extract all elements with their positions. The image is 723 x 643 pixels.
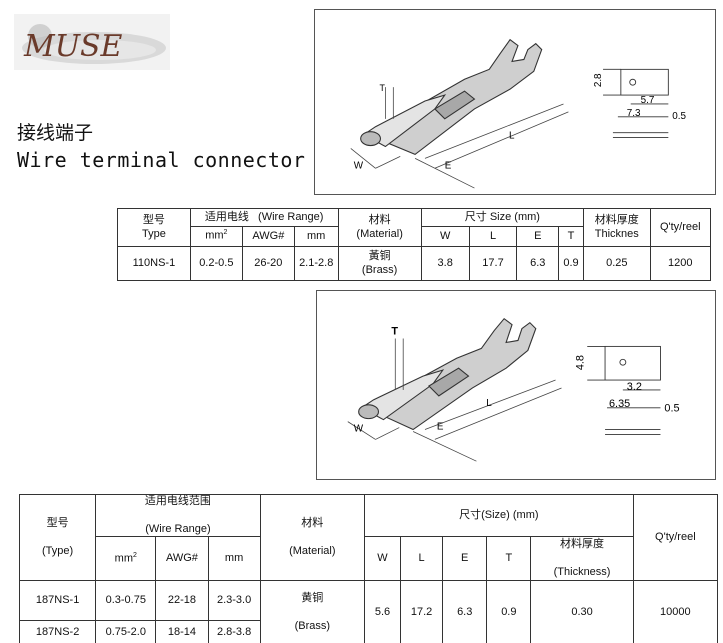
th-awg: AWG# [155, 536, 209, 582]
dim-d3: 6.35 [609, 398, 630, 410]
table-row: 187NS-1 0.3-0.75 22-18 2.3-3.0 黄铜(Brass)… [18, 580, 719, 643]
label-w: W [354, 424, 364, 435]
th-type: 型号(Type) [18, 493, 97, 582]
dim-d2: 3.2 [627, 381, 642, 393]
dim-d3: 7.3 [627, 108, 641, 119]
terminal-drawing-187: T W E L 4.8 3.2 6.35 0.5 [316, 290, 716, 480]
dim-d1: 4.8 [574, 355, 586, 370]
th-e: E [516, 226, 560, 247]
th-qty: Q'ty/reel [649, 208, 712, 247]
label-l: L [509, 131, 515, 142]
spec-table-187: 型号(Type) 适用电线范围(Wire Range) 材料(Material)… [18, 493, 719, 643]
th-size: 尺寸 Size (mm) [420, 208, 585, 227]
label-e: E [437, 422, 444, 433]
dim-d4: 0.5 [672, 111, 686, 122]
th-e: E [442, 536, 488, 582]
table-row: 110NS-1 0.2-0.5 26-20 2.1-2.8 黃铜(Brass) … [117, 246, 712, 281]
th-thickness: 材料厚度(Thickness) [530, 536, 634, 582]
label-e: E [445, 160, 452, 171]
label-t: T [379, 83, 385, 93]
th-mm: mm [207, 536, 261, 582]
table-row: 187NS-2 0.75-2.0 18-14 2.8-3.8 [18, 620, 718, 643]
label-t: T [391, 326, 398, 338]
th-mm2: mm2 [189, 226, 243, 247]
th-material: 材料(Material) [259, 493, 365, 582]
th-qty: Q'ty/reel [632, 493, 719, 582]
th-mm2: mm2 [95, 536, 157, 582]
th-t: T [486, 536, 532, 582]
th-mm: mm [293, 226, 339, 247]
th-awg: AWG# [241, 226, 295, 247]
th-l: L [400, 536, 444, 582]
dim-d1: 2.8 [593, 73, 604, 87]
th-w: W [363, 536, 402, 582]
label-w: W [354, 160, 364, 171]
dim-d4: 0.5 [664, 403, 679, 415]
th-t: T [558, 226, 584, 247]
th-material: 材料(Material) [337, 208, 422, 247]
dim-d2: 5.7 [641, 95, 655, 106]
logo-text: MUSE [23, 29, 123, 64]
label-l: L [486, 398, 492, 409]
th-w: W [420, 226, 470, 247]
th-l: L [468, 226, 518, 247]
th-wire-range: 适用电线范围(Wire Range) [95, 493, 261, 538]
th-wire-range: 适用电线 (Wire Range) [189, 208, 339, 227]
muse-logo: MUSE [14, 14, 170, 70]
terminal-drawing-110: T W E L 2.8 5.7 7.3 0.5 [314, 9, 716, 195]
title-chinese: 接线端子 [17, 122, 94, 144]
title-english: Wire terminal connector [17, 148, 306, 172]
th-size: 尺寸(Size) (mm) [363, 493, 634, 538]
